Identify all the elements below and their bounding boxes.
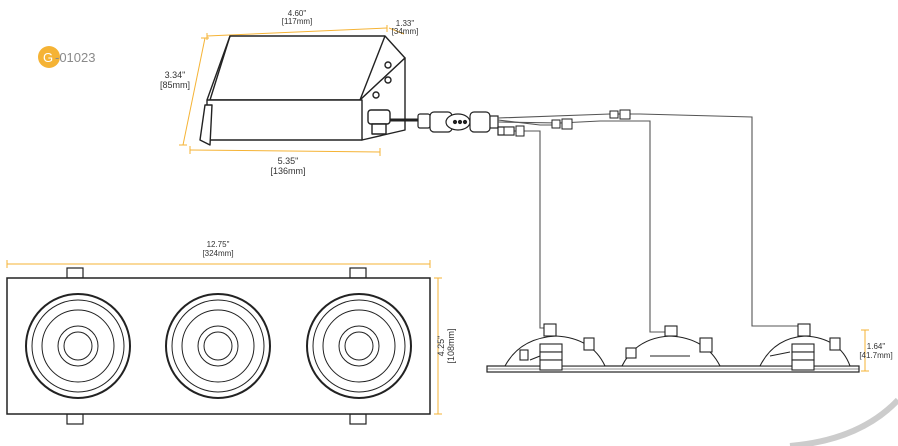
model-badge: G -01023 <box>38 46 95 68</box>
driver-length-mm-label: [136mm] <box>270 166 305 176</box>
fixture-length-mm-label: [324mm] <box>202 249 233 258</box>
fixture-lamp-1 <box>25 293 131 399</box>
driver-depth-label: 1.33" <box>396 19 415 28</box>
fixture-height-mm-label: [41.7mm] <box>859 351 892 360</box>
side-housing-1 <box>504 323 606 371</box>
model-number: -01023 <box>55 50 95 65</box>
fixture-side-view <box>486 323 860 373</box>
badge-circle <box>38 46 60 68</box>
driver-width-label: 4.60" <box>288 9 307 18</box>
driver-width-mm-label: [117mm] <box>282 17 313 26</box>
fixture-width-label: 4.25" <box>436 336 446 357</box>
driver-length-label: 5.35" <box>278 156 299 166</box>
fixture-dimension-labels: 12.75" [324mm] 4.25" [108mm] 1.64" [41.7… <box>202 240 892 364</box>
fixture-top-view <box>6 267 431 425</box>
driver-height-mm-label: [85mm] <box>160 80 190 90</box>
driver-box <box>199 35 406 146</box>
driver-height-label: 3.34" <box>165 70 186 80</box>
badge-letter: G <box>43 50 53 65</box>
driver-depth-mm-label: [34mm] <box>392 27 419 36</box>
fixture-lamp-2 <box>165 293 271 399</box>
side-housing-3 <box>759 323 851 371</box>
driver-dimension-labels: 4.60" [117mm] 1.33" [34mm] 3.34" [85mm] … <box>160 9 418 176</box>
fixture-width-mm-label: [108mm] <box>446 328 456 363</box>
fixture-lamp-3 <box>306 293 412 399</box>
fixture-dimension-lines <box>6 260 869 415</box>
wire-connectors <box>503 109 631 137</box>
wire-harness <box>497 113 800 333</box>
corner-swoosh <box>789 397 898 446</box>
driver-connector <box>390 111 515 136</box>
driver-dimension-lines <box>179 25 405 156</box>
fixture-length-label: 12.75" <box>207 240 230 249</box>
side-housing-2 <box>621 325 721 367</box>
fixture-height-label: 1.64" <box>867 342 886 351</box>
